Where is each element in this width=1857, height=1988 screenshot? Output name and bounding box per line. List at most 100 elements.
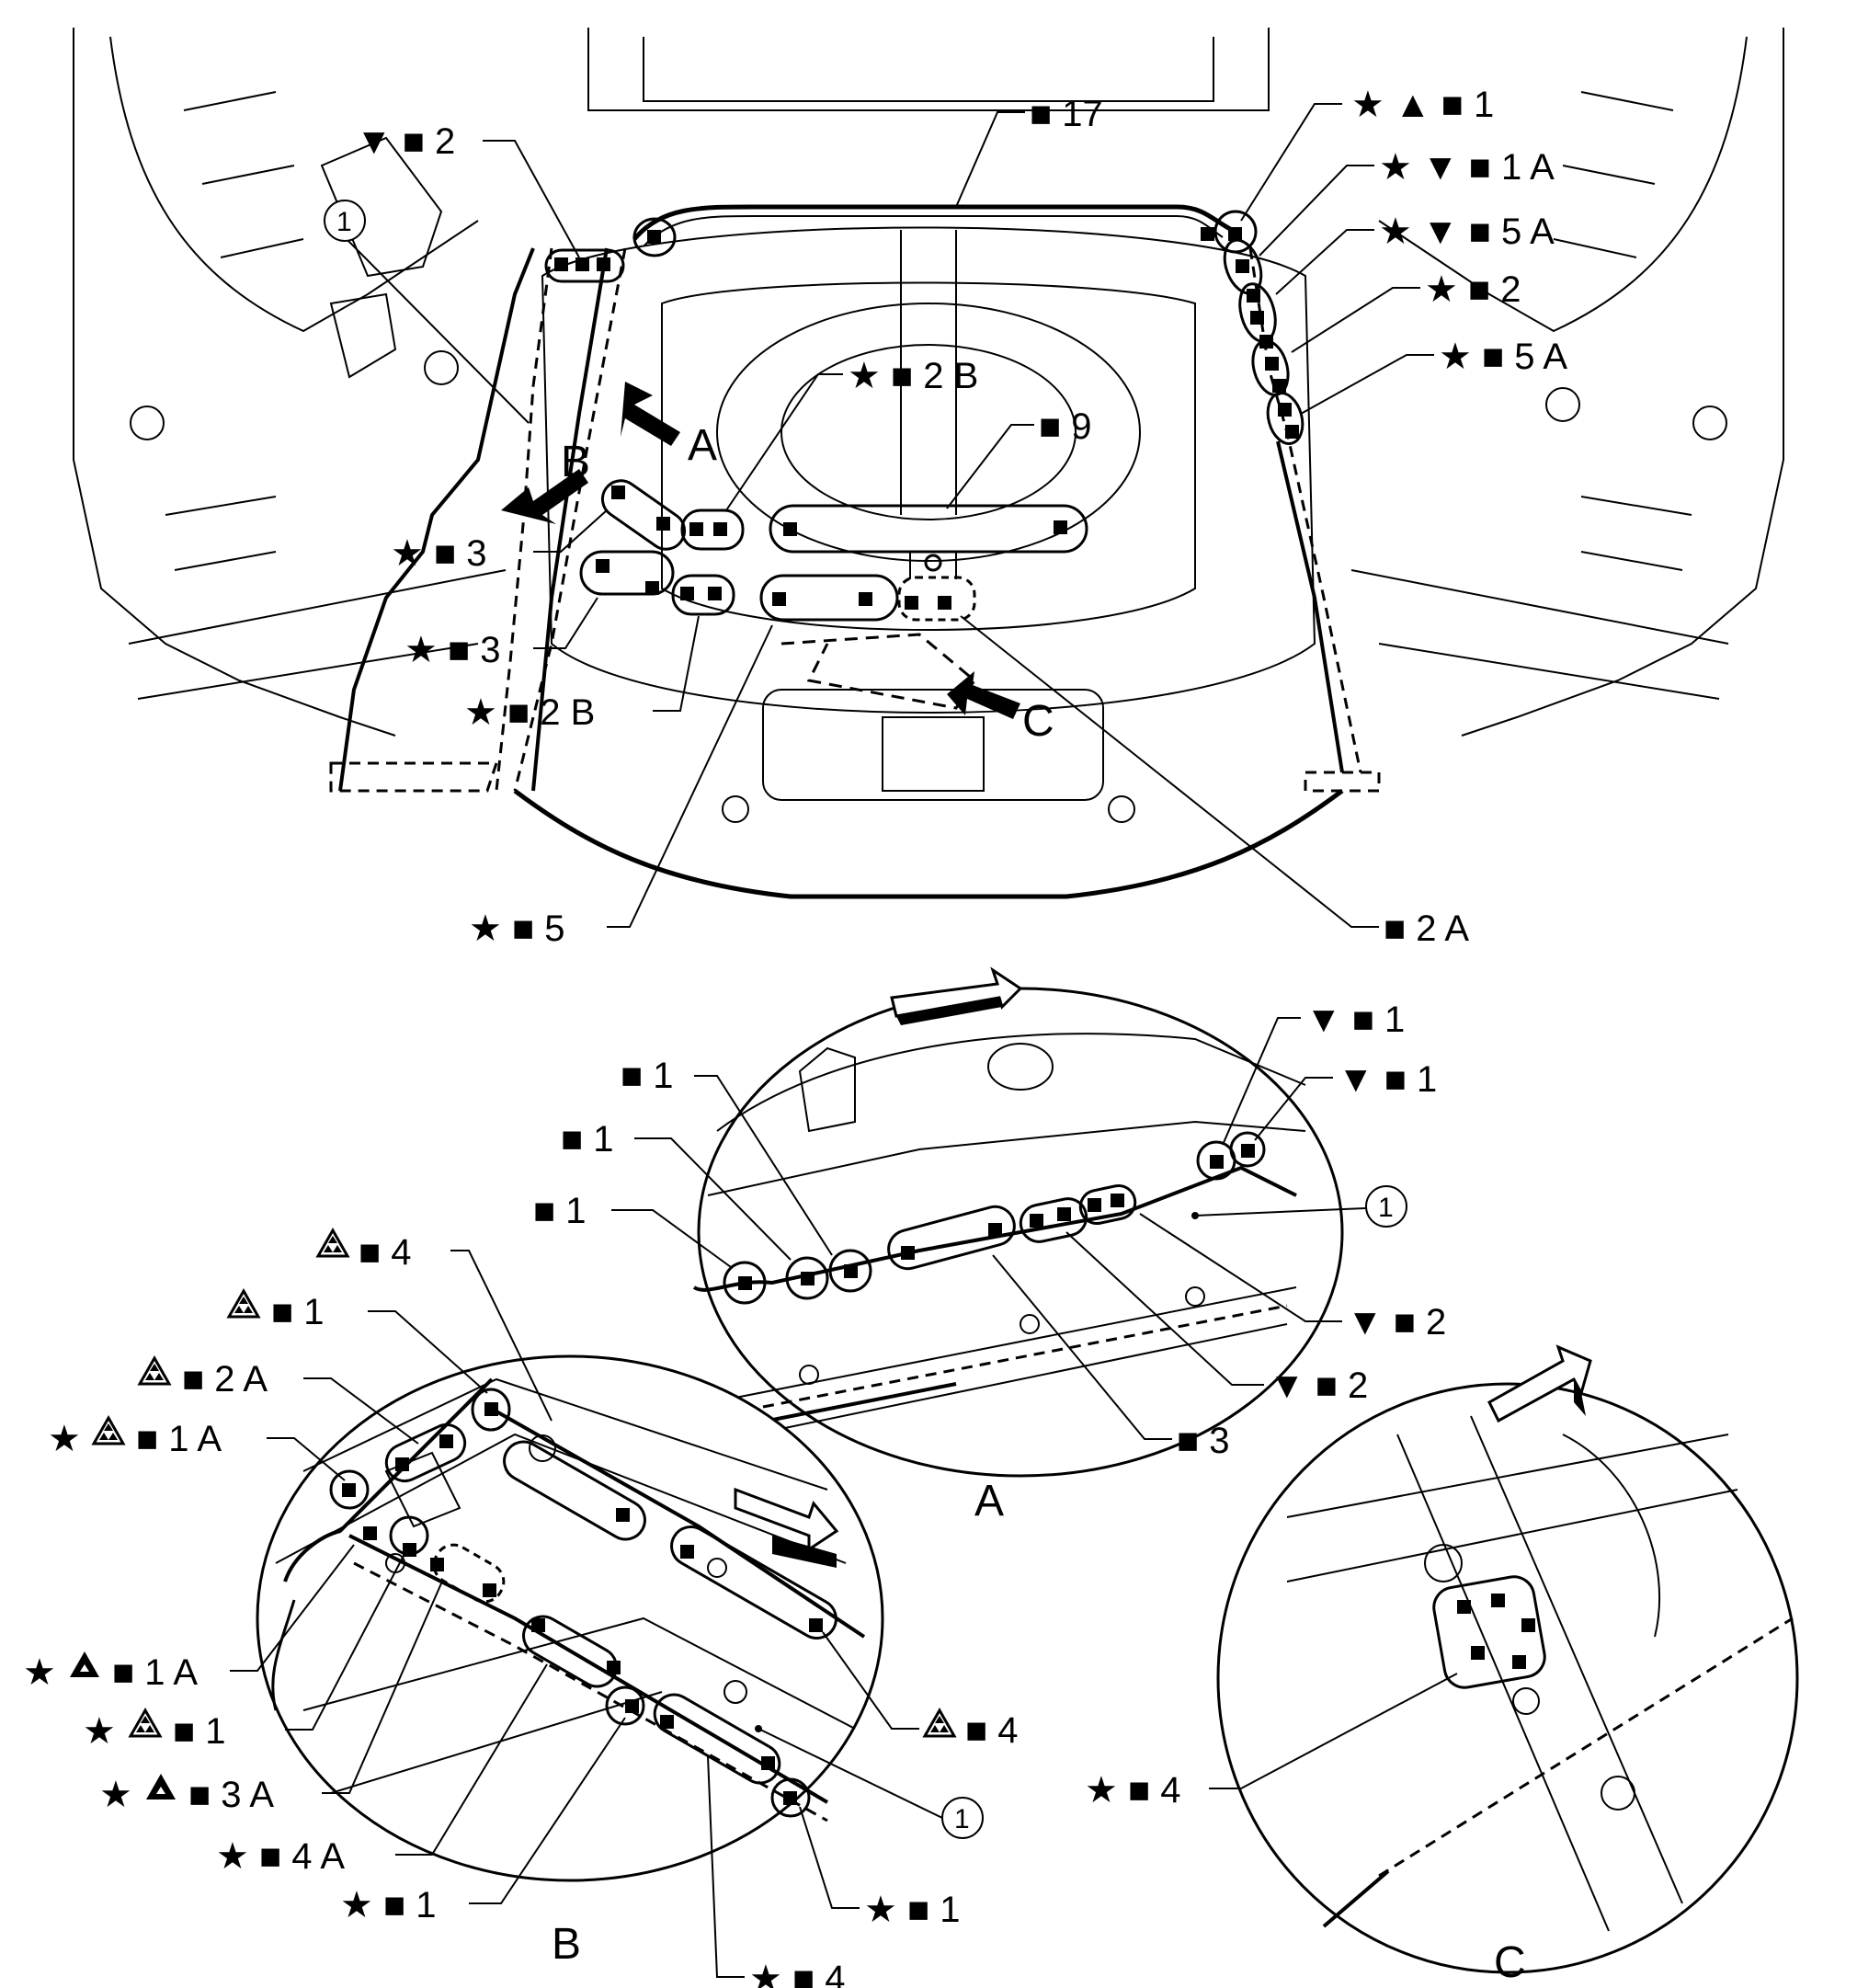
weld-point [647,230,661,244]
view-a-hole [799,1365,819,1385]
view-a-label-v2-a: ▼ ■ 2 [1347,1302,1446,1342]
sealer-left-solid-2 [531,247,609,792]
label-star-tri-1: ★ ▲ ■ 1 [1351,85,1494,125]
leader [483,140,580,258]
view-b-bracket [384,1451,461,1528]
weld-points-main [554,227,1299,610]
view-a-group [887,1205,1016,1271]
leaders-main [344,103,1434,928]
label-star-3-b: ★ ■ 3 [404,630,501,670]
weld-point [597,257,610,271]
view-c-sealer-dashed [1378,1617,1794,1878]
view-a-group [785,1256,829,1300]
view-b-group [384,1422,467,1483]
view-c-label-star-4: ★ ■ 4 [1085,1770,1181,1811]
weld-point [1088,1198,1101,1212]
view-b-label-1a-bottom: ■ 1 A [112,1652,198,1693]
weld-point [1228,227,1242,241]
view-arrows [501,382,1020,719]
right-wheel-well [1378,36,1748,333]
sealer-right-bottom-box [1304,771,1381,793]
weld-point [713,522,727,536]
lower-right-cross [1350,569,1729,700]
leader [799,1806,860,1909]
weld-group-top-left [632,217,677,257]
view-a-hole [987,1043,1054,1091]
weld-point [772,592,786,606]
leader [303,1377,419,1445]
view-b-label-1a-top: ■ 1 A [136,1419,222,1459]
view-c-contour [1562,1434,1661,1638]
view-b-floor [302,1617,856,1730]
weld-group-v2 [544,248,625,283]
weld-point [689,522,703,536]
leader [758,1728,943,1819]
view-b-sealer-solid-2 [348,1534,829,1804]
arrow-b-label: B [561,438,590,486]
label-star-v-1a: ★ ▼ ■ 1 A [1379,147,1555,188]
weld-point [1491,1594,1505,1607]
weld-point [938,596,951,610]
weld-point [1278,403,1292,417]
tub-inner [661,281,1196,631]
view-b-label-star-1a-bottom: ★ [23,1652,56,1693]
weld-point [988,1223,1002,1237]
label-star-5a: ★ ■ 5 A [1439,337,1567,377]
weld-point [809,1618,823,1632]
weld-point [1054,520,1067,534]
view-c-rail-2 [1396,1415,1683,1932]
view-b-title: B [552,1920,581,1969]
view-b-callout-circle [941,1797,984,1839]
view-b-label-1: ■ 1 [173,1711,226,1752]
view-b-group [605,1685,645,1726]
leader [450,1250,553,1422]
weld-point [1471,1646,1485,1660]
weld-point [645,581,659,595]
arrow-a-label: A [688,421,717,470]
view-b-hole [707,1558,727,1578]
view-c-direction-arrow-shadow [1574,1379,1586,1416]
view-b-direction-arrow-icon [734,1487,839,1552]
leader [946,424,1034,509]
view-b-sealer-solid [283,1377,866,1639]
callout-1-text: 1 [336,207,352,237]
view-b-group [471,1388,511,1432]
view-a-group [1229,1131,1266,1168]
center-rail [900,230,957,515]
view-b-hole [529,1434,556,1462]
tub-outline [541,226,1316,714]
view-a-callout-text: 1 [1378,1193,1394,1223]
view-b-callout-text: 1 [954,1804,970,1834]
view-a-callout-circle [1365,1185,1407,1228]
weld-point [1111,1194,1124,1207]
view-c-hole [1512,1687,1540,1715]
view-a-sealer-lower [744,1382,957,1427]
sealer-right-solid [1276,440,1344,773]
view-a-floor [735,1286,1297,1399]
view-b-label-4-top: ■ 4 [359,1232,412,1273]
leader [1240,103,1342,222]
spare-well [716,303,1141,562]
hole [722,795,749,823]
leader [395,1663,548,1856]
weld-point [607,1661,621,1674]
bracket-2a [909,551,957,579]
view-b-label-3a: ■ 3 A [188,1775,274,1815]
leader [1194,1207,1366,1217]
leader [694,1075,833,1256]
weld-group-9 [769,504,1088,554]
weld-point [616,1508,630,1522]
view-b-group [770,1777,811,1818]
label-v2: ▼ ■ 2 [356,121,455,162]
weld-point [905,596,918,610]
leader [992,1254,1172,1440]
labels-main: ▼ ■ 2 ■ 17 ★ ▲ ■ 1 ★ ▼ ■ 1 A ★ ▼ ■ 5 A ★… [324,85,1567,949]
lower-left-cross [128,569,507,700]
leader [1065,1231,1264,1386]
weld-group-2b-top [680,508,745,551]
view-a-direction-arrow-shadow [896,998,1002,1025]
sealer-top-inner [643,215,1224,247]
view-c-sealer-solid [1322,1869,1390,1928]
leader [1300,354,1434,415]
leader [607,624,773,928]
